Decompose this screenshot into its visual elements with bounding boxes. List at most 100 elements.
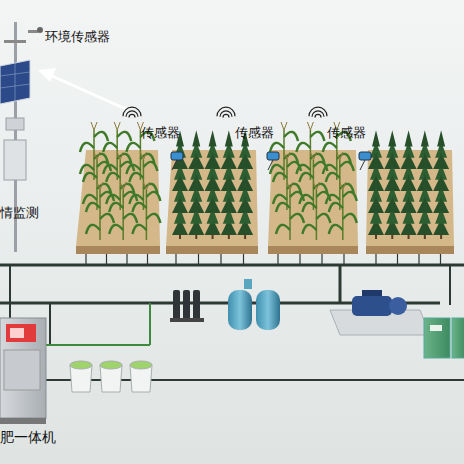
tree-layer (437, 174, 445, 190)
pine-tree (417, 152, 433, 195)
corn-tassel (117, 152, 123, 160)
pine-tree (433, 196, 449, 239)
plants (80, 122, 449, 240)
tree-layer (401, 175, 417, 191)
disc-filter (173, 290, 180, 322)
corn-leaf (86, 203, 100, 212)
sand-tank (228, 290, 252, 330)
field-plot (268, 150, 358, 246)
plot-edge (366, 246, 454, 254)
corn-leaf (146, 214, 160, 223)
drip-line (277, 254, 278, 265)
tank-valve (244, 279, 252, 289)
corn-leaf (290, 192, 304, 201)
pine-tree (205, 130, 221, 173)
tree-layer (225, 196, 233, 212)
fertilizer-tanks (424, 318, 464, 358)
drip-line (126, 254, 127, 265)
corn-stalk (313, 160, 315, 210)
tree-layer (388, 152, 396, 168)
text-label: 环境传感器 (45, 30, 110, 44)
corn-leaf (143, 162, 157, 171)
field-sensor (359, 152, 371, 170)
pine-tree (401, 174, 417, 217)
drip-line (418, 254, 419, 265)
corn-leaf (273, 173, 287, 182)
field-plot (76, 150, 160, 246)
corn-leaf (287, 162, 301, 171)
pine-tree (221, 152, 237, 195)
corn-plant (299, 152, 327, 210)
cabinet-screen (10, 328, 24, 338)
corn-stalk (316, 190, 318, 240)
corn-leaf (83, 173, 97, 182)
text-label: 传感器 (235, 126, 274, 140)
tree-layer (205, 175, 221, 191)
cabinet-body (0, 318, 46, 418)
pump (330, 290, 430, 335)
pine-tree (205, 152, 221, 195)
tree-layer (384, 197, 400, 213)
fertilizer-bucket (70, 361, 92, 392)
pine-tree (188, 174, 204, 217)
tree-layer (209, 174, 217, 190)
signal-arrow (38, 68, 128, 110)
fertilizer-bucket (100, 361, 122, 392)
corn-tassel (140, 152, 146, 160)
corn-plant (129, 152, 157, 210)
green-pipe (45, 344, 150, 346)
tree-layer (221, 197, 237, 213)
corn-leaf (117, 132, 131, 141)
solar-grid (15, 62, 16, 101)
corn-leaf (94, 132, 108, 141)
tree-layer (372, 130, 380, 146)
sensor-device (171, 152, 183, 160)
tree-layer (405, 152, 413, 168)
bucket-liquid (130, 361, 152, 369)
tree-layer (421, 130, 429, 146)
corn-stalk (143, 160, 145, 210)
sand-filters (228, 279, 280, 330)
pine-tree (368, 174, 384, 217)
tree-layer (368, 175, 384, 191)
tree-layer (188, 197, 204, 213)
tree-layer (209, 130, 217, 146)
pine-tree (237, 174, 253, 217)
corn-leaf (284, 132, 298, 141)
tree-layer (388, 130, 396, 146)
tree-layer (384, 175, 400, 191)
pine-tree (384, 152, 400, 195)
tree-layer (225, 130, 233, 146)
corn-leaf (132, 225, 146, 234)
wifi-arc (217, 107, 235, 116)
corn-leaf (302, 203, 316, 212)
corn-leaf (316, 214, 330, 223)
disc-filter (193, 290, 200, 322)
sensor-probe (172, 160, 177, 170)
corn-tassel (284, 152, 290, 160)
pine-tree (368, 130, 384, 173)
corn-plant (276, 182, 304, 240)
pine-tree (433, 152, 449, 195)
pine-tree (188, 196, 204, 239)
weather-station (0, 22, 43, 252)
corn-stalk (93, 130, 95, 180)
tree-layer (421, 196, 429, 212)
corn-plant (326, 152, 354, 210)
wifi-arc (315, 114, 321, 117)
tree-layer (437, 152, 445, 168)
pump-top (362, 290, 382, 296)
pump-motor (352, 296, 392, 316)
corn-leaf (290, 214, 304, 223)
filter-base (170, 318, 204, 322)
tree-layer (433, 175, 449, 191)
corn-leaf (109, 225, 123, 234)
disc-filter (183, 290, 190, 322)
wifi-arc (309, 107, 327, 116)
tree-layer (437, 196, 445, 212)
corn-stalk (283, 130, 285, 180)
main-pipe (0, 264, 464, 267)
tree-layer (225, 174, 233, 190)
corn-leaf (313, 162, 327, 171)
